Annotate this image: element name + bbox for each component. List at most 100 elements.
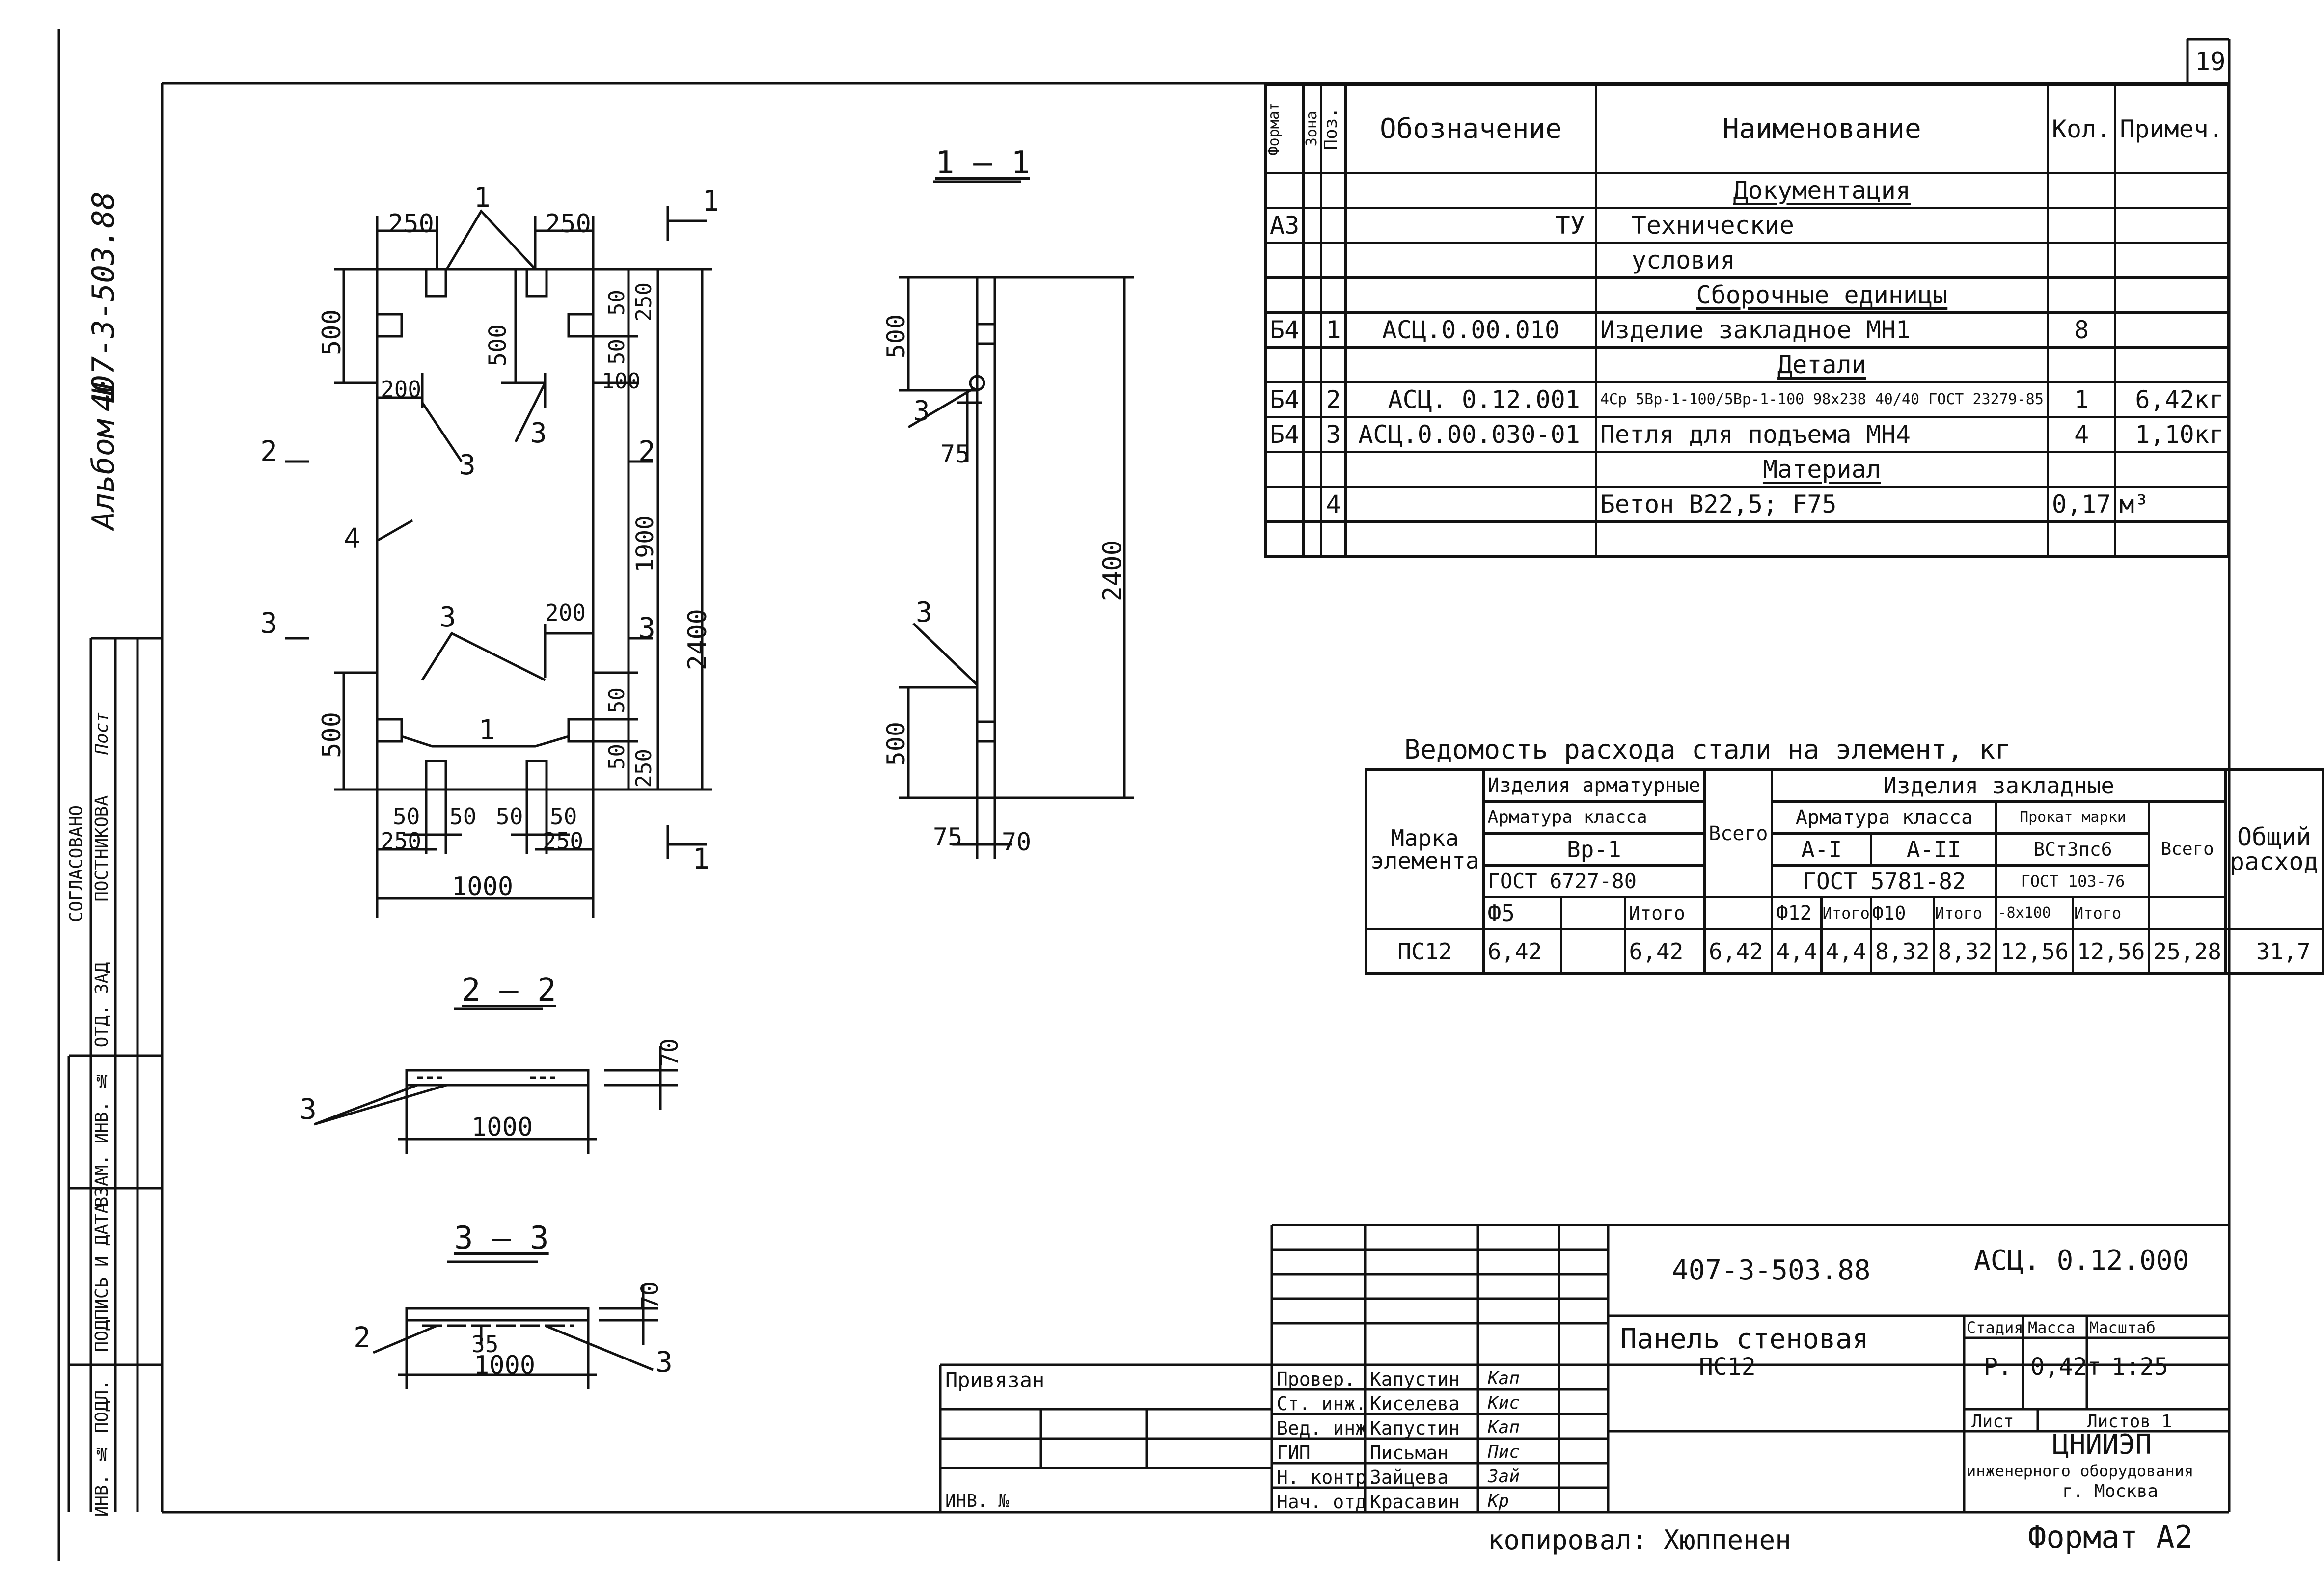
s22-callout-3: 3 [300,1092,317,1126]
steel-header-zakl: Изделия закладные [1771,768,2227,803]
scale-value: 1:25 [2111,1353,2168,1381]
spec-cell-qty [2046,451,2117,488]
staff-name: Зайцева [1370,1467,1449,1488]
spec-cell-name: условия [1594,242,2049,279]
spec-cell-note [2114,451,2229,488]
spec-cell-format [1264,486,1305,523]
callout-3-b: 3 [530,417,547,449]
steel-cell [1559,928,1626,975]
spec-cell-zone [1302,207,1323,244]
spec-cell-format: Б4 [1264,416,1305,453]
spec-cell-qty [2046,346,2117,383]
dim-b-50-4: 50 [550,803,577,830]
dim-b-50-1: 50 [393,803,420,830]
spec-cell-note: 1,10кг [2114,416,2229,453]
spec-row: условия [1264,242,2229,279]
steel-header-itogo-1: Итого [1623,896,1706,930]
steel-cell: 8,32 [1869,928,1935,975]
staff-role: Н. контр. [1277,1467,1378,1488]
steel-header-gost-a: ГОСТ 5781-82 [1771,864,1998,898]
section-mark-1-top: 1 [702,184,719,218]
spec-cell-name: Петля для подъема МН4 [1594,416,2049,453]
spec-cell-pos [1320,276,1347,314]
spec-cell-note [2114,346,2229,383]
spec-cell-format: А3 [1264,207,1305,244]
steel-cell: 6,42 [1703,928,1774,975]
steel-header-vst: ВСт3пс6 [1995,832,2151,867]
bound-label: Привязан [945,1368,1045,1392]
spec-cell-note [2114,172,2229,209]
dim-b-50-2: 50 [449,803,477,830]
s33-dim-1000: 1000 [474,1351,536,1380]
staff-signature: Кис [1488,1393,1520,1413]
paper-format: Формат А2 [2028,1519,2193,1555]
spec-cell-format [1264,520,1305,558]
spec-cell-note [2114,311,2229,349]
spec-cell-zone [1302,381,1323,418]
steel-header-vsego-1: Всего [1703,768,1774,898]
staff-name: Красавин [1370,1491,1460,1513]
steel-header-empty [1559,896,1626,930]
steel-header-gost-vr: ГОСТ 6727-80 [1482,864,1706,898]
steel-header-row-1: Марка элемента Изделия арматурные Всего … [1365,768,2324,930]
spec-cell-name: 4Cp 5Bp-1-100/5Bp-1-100 98x238 40/40 ГОС… [1594,381,2049,418]
spec-cell-note [2114,520,2229,558]
spec-cell-name: Документация [1594,172,2049,209]
steel-header-itogo-4: Итого [2071,896,2151,930]
spec-cell-qty [2046,276,2117,314]
spec-header-format: Формат [1264,83,1305,174]
s11-dim-75-bot: 75 [933,823,963,851]
stage-header: Стадия [1967,1318,2023,1337]
sheet-label: Лист [1971,1412,2014,1432]
spec-row: Документация [1264,172,2229,209]
s33-dim-35: 35 [471,1331,499,1358]
spec-row: Б4 3 АСЦ.0.00.030-01 Петля для подъема М… [1264,416,2229,453]
steel-table-title: Ведомость расхода стали на элемент, кг [1404,734,2011,765]
callout-1-bot: 1 [479,714,495,746]
steel-cell: 6,42 [1623,928,1706,975]
section-mark-3-left: 3 [260,606,277,640]
spec-cell-zone [1302,276,1323,314]
spec-cell-zone [1302,520,1323,558]
org-name-2: инженерного оборудования [1967,1462,2194,1480]
staff-signature: Пис [1488,1442,1520,1462]
spec-header-row: Формат Зона Поз. Обозначение Наименовани… [1264,83,2229,174]
spec-cell-qty: 0,17 [2046,486,2117,523]
steel-header-f5: Ф5 [1482,896,1562,930]
title-code: 407-3-503.88 [1672,1254,1871,1286]
staff-signature: Зай [1488,1467,1520,1487]
section-3-3-title: 3 — 3 [454,1220,549,1256]
steel-cell-mark: ПС12 [1365,928,1485,975]
section-mark-2-right: 2 [638,435,656,468]
spec-cell-zone [1302,486,1323,523]
spec-cell-designation: АСЦ. 0.12.001 [1344,381,1597,418]
spec-cell-pos: 4 [1320,486,1347,523]
spec-cell-qty [2046,242,2117,279]
s33-callout-3: 3 [656,1345,673,1379]
steel-cell: 8,32 [1932,928,1998,975]
dim-top-right: 250 [545,209,591,239]
dim-200-top: 200 [381,376,422,403]
staff-role: Ст. инж. [1277,1393,1367,1414]
steel-data-row: ПС12 6,42 6,42 6,42 4,4 4,4 8,32 8,32 12… [1365,928,2324,975]
org-city: г. Москва [2062,1481,2159,1501]
staff-signature: Кап [1488,1368,1520,1388]
spec-cell-note [2114,207,2229,244]
spec-cell-name: Бетон В22,5; F75 [1594,486,2049,523]
steel-header-itogo-2: Итого [1820,896,1872,930]
spec-cell-format [1264,346,1305,383]
spec-cell-pos: 3 [1320,416,1347,453]
spec-cell-name: Изделие закладное МН1 [1594,311,2049,349]
steel-header-a2: А-II [1869,832,1998,867]
callout-3-a: 3 [459,449,476,481]
dim-width-1000: 1000 [452,872,514,901]
spec-cell-name: Технические [1594,207,2049,244]
spec-row [1264,520,2229,558]
spec-cell-designation [1344,172,1597,209]
spec-cell-pos [1320,242,1347,279]
steel-header-vsego-2: Всего [2148,800,2227,898]
spec-cell-name: Материал [1594,451,2049,488]
